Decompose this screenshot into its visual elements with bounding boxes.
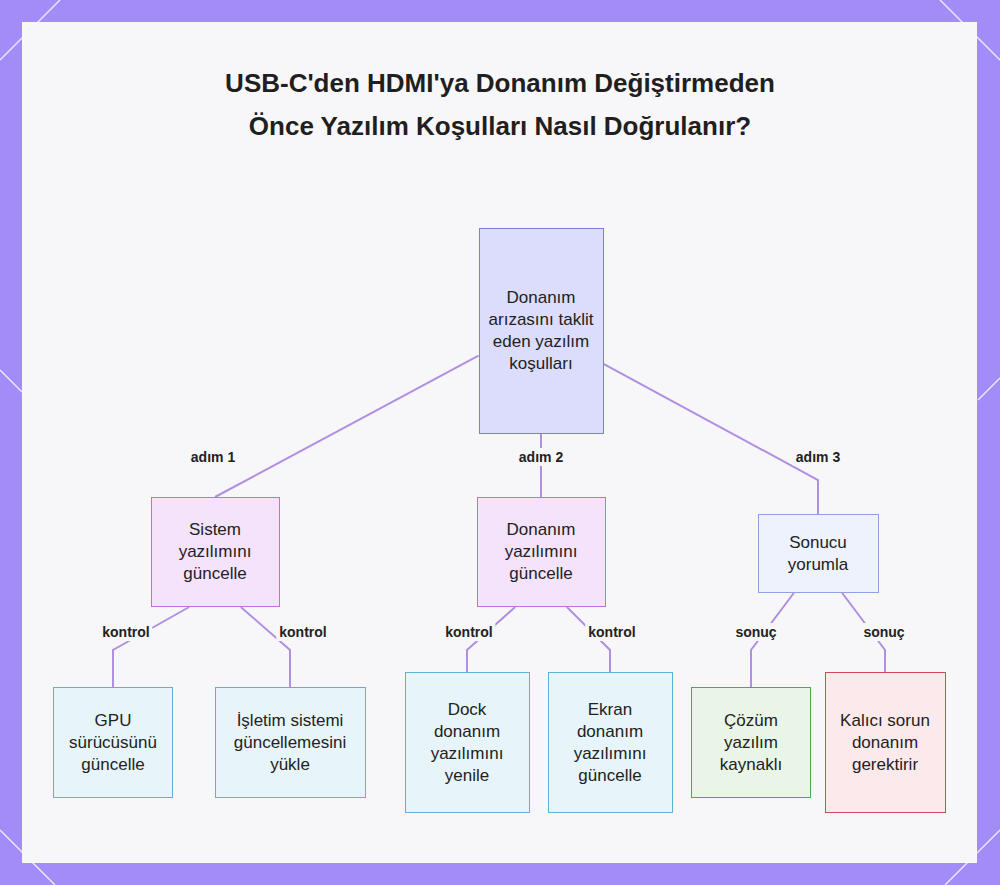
node-label: Sistem yazılımını güncelle (159, 519, 272, 585)
connector (241, 607, 290, 687)
process-box: Çözüm yazılım kaynaklı (691, 687, 811, 798)
node-label: Sonucu yorumla (766, 532, 871, 576)
process-box: Ekran donanım yazılımını güncelle (548, 672, 673, 813)
edge-label: adım 3 (793, 448, 843, 466)
process-box: Donanım arızasını taklit eden yazılım ko… (479, 228, 604, 434)
process-box: Donanım yazılımını güncelle (477, 497, 606, 607)
process-box: GPU sürücüsünü güncelle (53, 687, 173, 798)
process-box: Sonucu yorumla (758, 514, 879, 593)
diagram-title: USB-C'den HDMI'ya Donanım Değiştirmeden … (205, 62, 795, 148)
panel (22, 22, 977, 863)
node-label: Kalıcı sorun donanım gerektirir (833, 710, 938, 776)
process-box: İşletim sistemi güncellemesini yükle (215, 687, 366, 798)
node-label: Dock donanım yazılımını yenile (413, 699, 522, 787)
edge-label: adım 1 (188, 448, 238, 466)
edge-label: sonuç (732, 623, 779, 641)
connector (215, 356, 479, 497)
edge-label: kontrol (585, 623, 638, 641)
process-box: Sistem yazılımını güncelle (151, 497, 280, 607)
node-label: Ekran donanım yazılımını güncelle (556, 699, 665, 787)
process-box: Kalıcı sorun donanım gerektirir (825, 672, 946, 813)
connector (604, 364, 819, 514)
process-box: Dock donanım yazılımını yenile (405, 672, 530, 813)
connector (113, 607, 189, 687)
node-label: Donanım yazılımını güncelle (485, 519, 598, 585)
edge-label: adım 2 (516, 448, 566, 466)
edge-label: kontrol (442, 623, 495, 641)
node-label: Çözüm yazılım kaynaklı (699, 710, 803, 776)
node-label: GPU sürücüsünü güncelle (61, 710, 165, 776)
edge-label: kontrol (276, 623, 329, 641)
node-label: Donanım arızasını taklit eden yazılım ko… (487, 287, 596, 375)
node-label: İşletim sistemi güncellemesini yükle (223, 710, 358, 776)
edge-label: sonuç (860, 623, 907, 641)
edge-label: kontrol (99, 623, 152, 641)
